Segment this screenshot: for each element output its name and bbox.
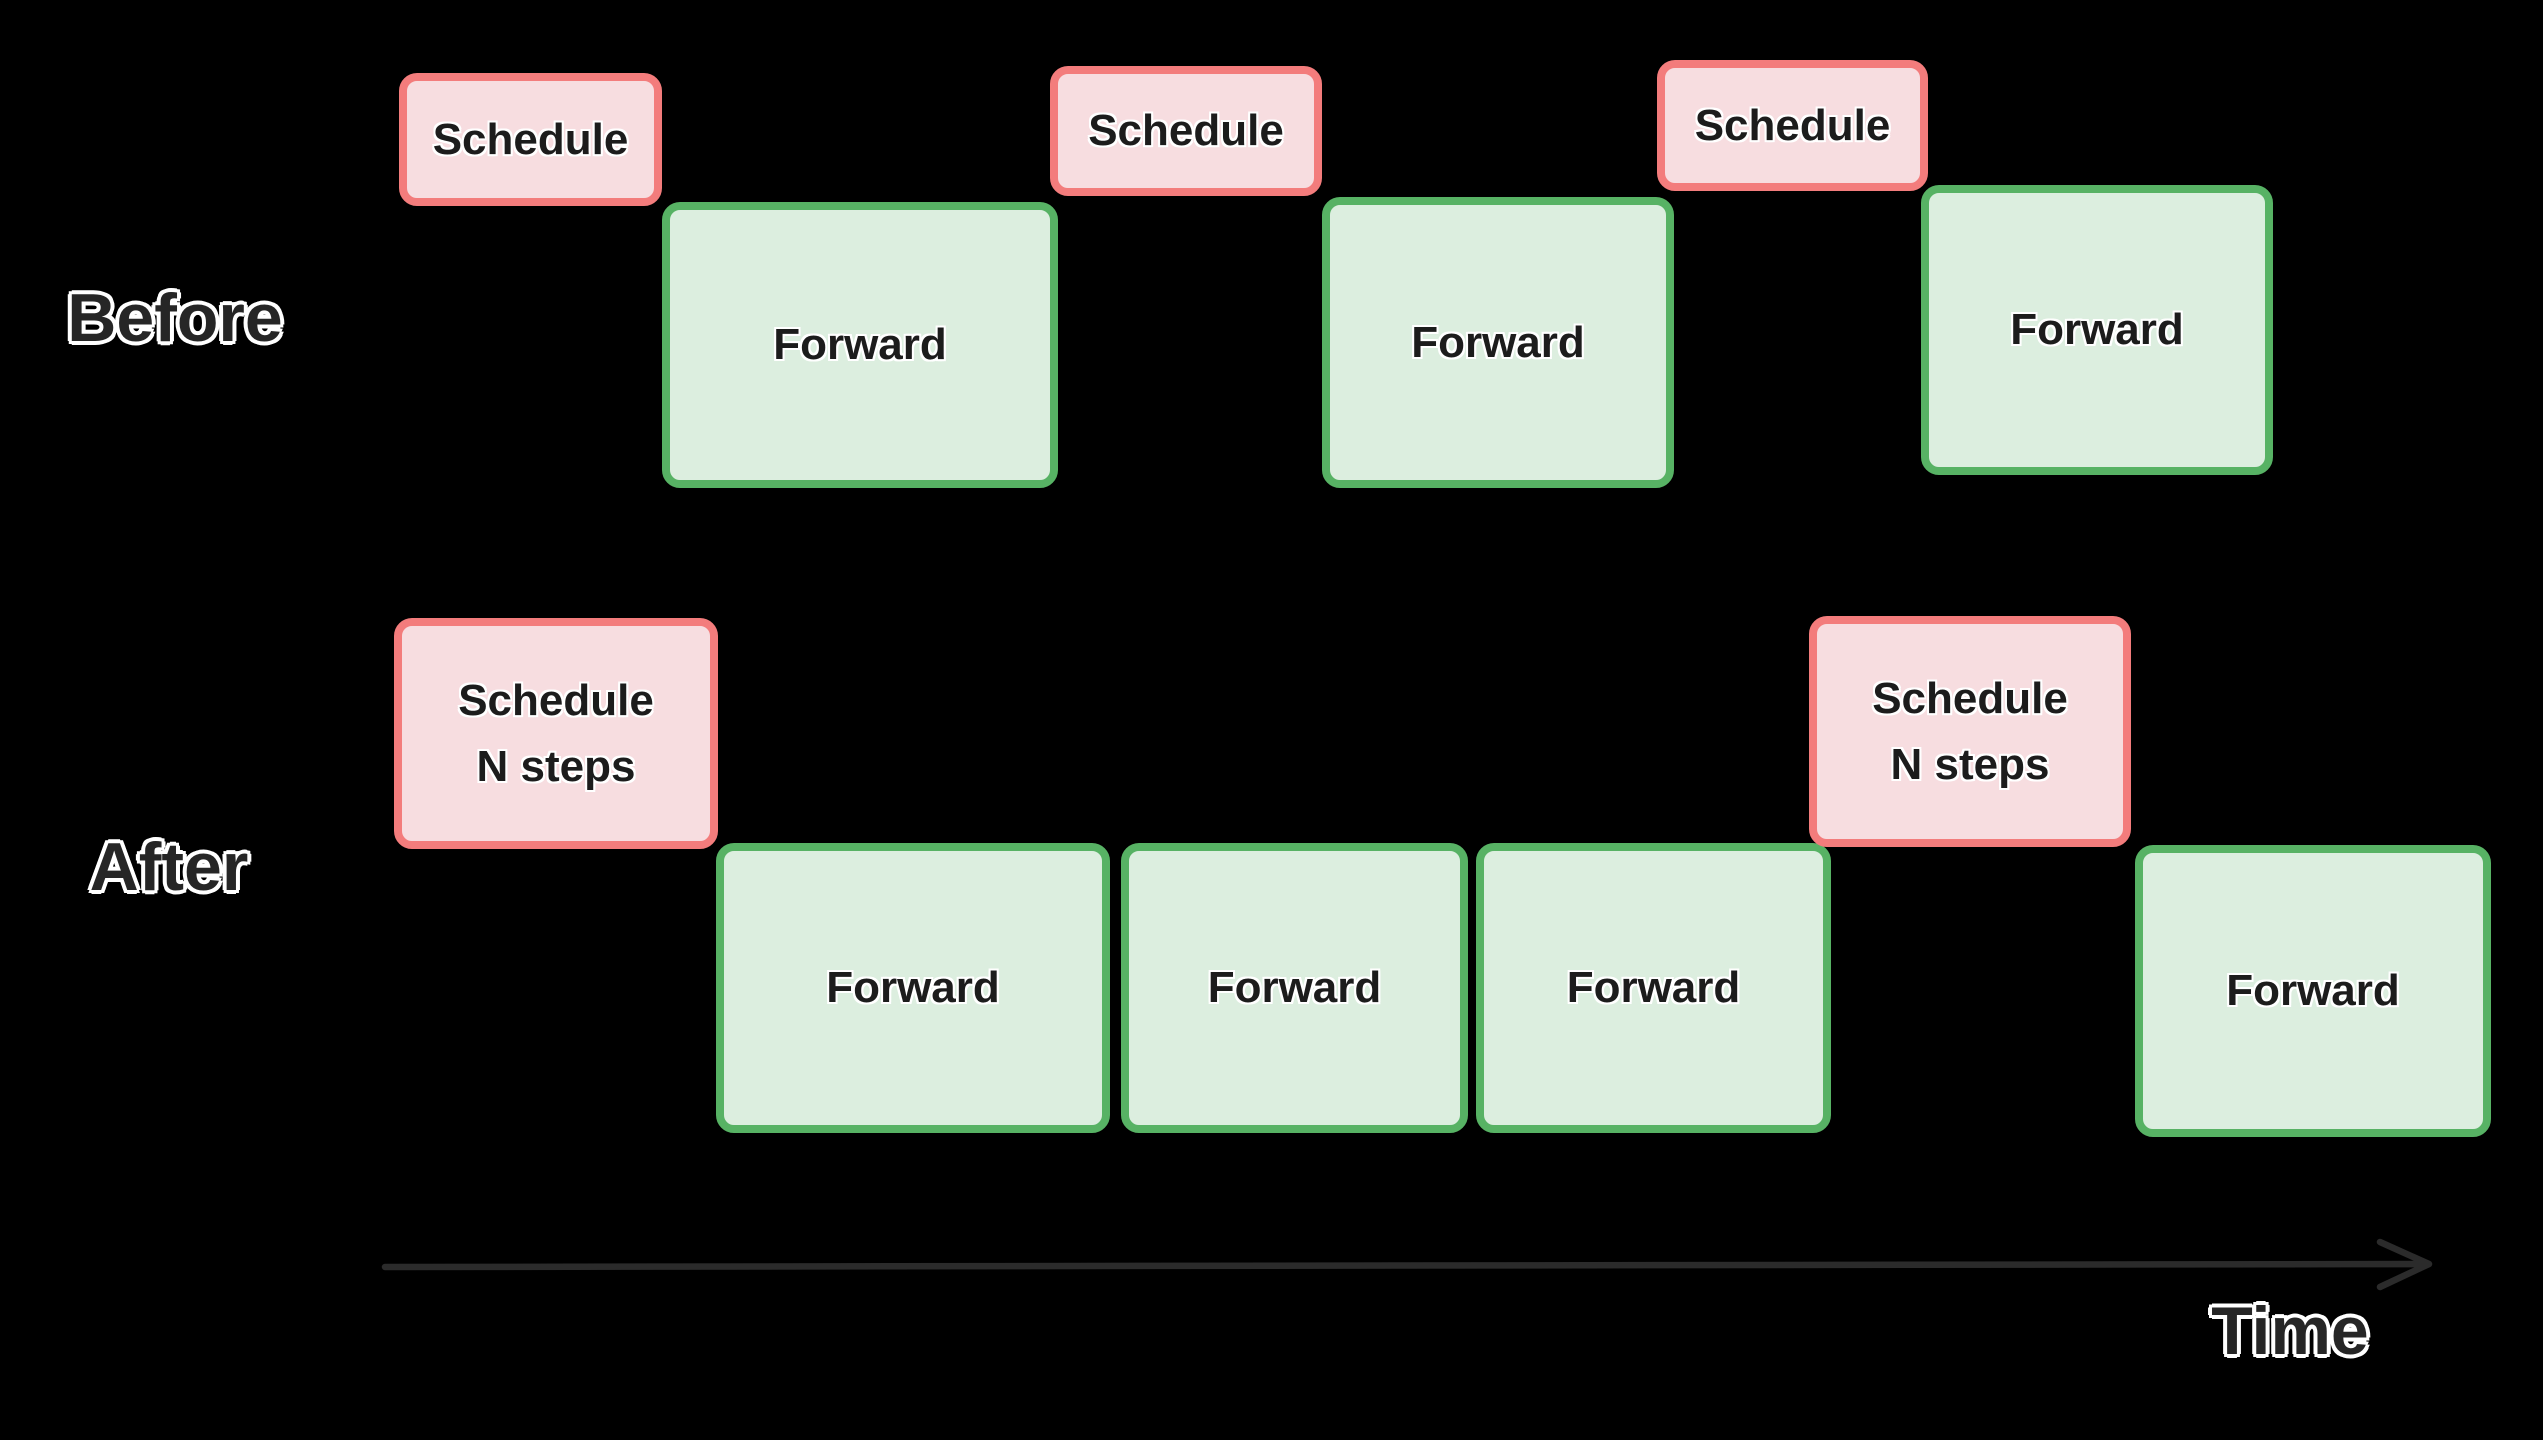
forward-box: Forward — [1121, 843, 1468, 1133]
forward-box-label: Forward — [2010, 305, 2184, 354]
schedule-n-steps-box-label: Schedule N steps — [458, 675, 654, 791]
forward-box-label: Forward — [2226, 966, 2400, 1015]
forward-box: Forward — [1322, 197, 1674, 488]
forward-box: Forward — [716, 843, 1110, 1133]
schedule-box: Schedule — [399, 73, 662, 206]
forward-box-label: Forward — [773, 320, 947, 369]
schedule-n-steps-box-label: Schedule N steps — [1872, 673, 2068, 789]
forward-box-label: Forward — [1566, 963, 1741, 1012]
schedule-n-steps-box: Schedule N steps — [394, 618, 718, 849]
forward-box-label: Forward — [1207, 963, 1382, 1012]
schedule-n-steps-box: Schedule N steps — [1809, 616, 2131, 847]
forward-box-label: Forward — [1411, 317, 1585, 367]
schedule-box-label: Schedule — [1694, 100, 1891, 150]
schedule-box-label: Schedule — [432, 114, 629, 164]
before-row-label: Before — [67, 280, 283, 356]
after-row-label: After — [89, 829, 249, 905]
schedule-box-label: Schedule — [1088, 106, 1284, 155]
forward-box: Forward — [1921, 185, 2273, 475]
forward-box: Forward — [1476, 843, 1831, 1133]
forward-box: Forward — [2135, 845, 2491, 1137]
time-axis-label: Time — [2211, 1293, 2369, 1369]
forward-box-label: Forward — [826, 963, 1000, 1012]
schedule-box: Schedule — [1657, 60, 1928, 191]
schedule-box: Schedule — [1050, 66, 1322, 196]
forward-box: Forward — [662, 202, 1058, 488]
